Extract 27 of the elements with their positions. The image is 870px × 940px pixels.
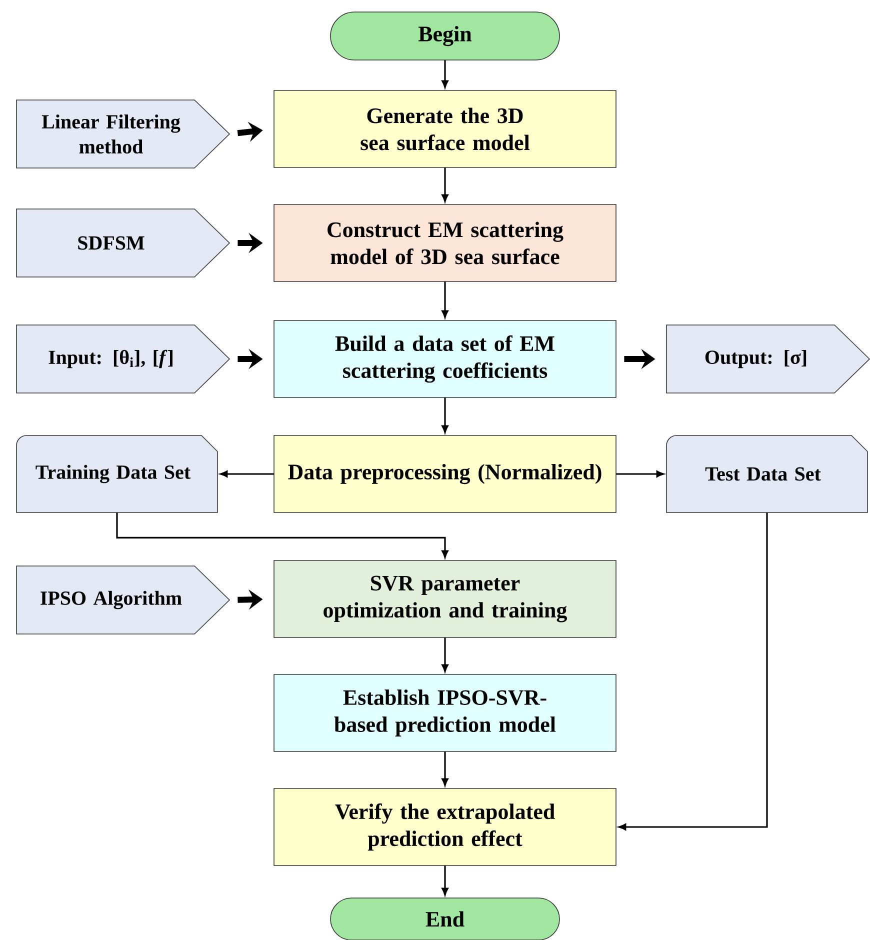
input-pentagon: SDFSM [16, 208, 230, 278]
terminal-box: End [330, 898, 560, 940]
process-box: Build a data set of EM scattering coefficients [274, 320, 616, 398]
data-box: Training Data Set [16, 435, 218, 513]
arrow [442, 752, 448, 786]
arrow [442, 398, 448, 433]
arrow [116, 512, 448, 558]
input-pentagon: IPSO Algorithm [16, 566, 230, 634]
input-pentagon: Input: [θ$_{i}$], [f] [16, 324, 230, 394]
input-pentagon: Output: [σ] [666, 324, 870, 394]
data-box: Test Data Set [666, 435, 868, 513]
process-box: Generate the 3D sea surface model [274, 90, 616, 168]
arrow [616, 470, 664, 478]
arrow [220, 470, 274, 478]
process-box: Construct EM scattering model of 3D sea surface [274, 204, 616, 282]
terminal-box: Begin [330, 12, 560, 60]
arrow [442, 60, 448, 88]
arrow [442, 866, 448, 896]
process-box: SVR parameter optimization and training [274, 560, 616, 638]
process-box: Establish IPSO-SVR-based prediction model [274, 674, 616, 752]
arrow [442, 638, 448, 672]
process-box: Verify the extrapolated prediction effect [274, 788, 616, 866]
arrow [618, 512, 768, 830]
arrow [442, 168, 448, 202]
input-pentagon: Linear Filtering method [16, 100, 230, 168]
arrow [442, 282, 448, 318]
process-box: Data preprocessing (Normalized) [274, 435, 616, 513]
